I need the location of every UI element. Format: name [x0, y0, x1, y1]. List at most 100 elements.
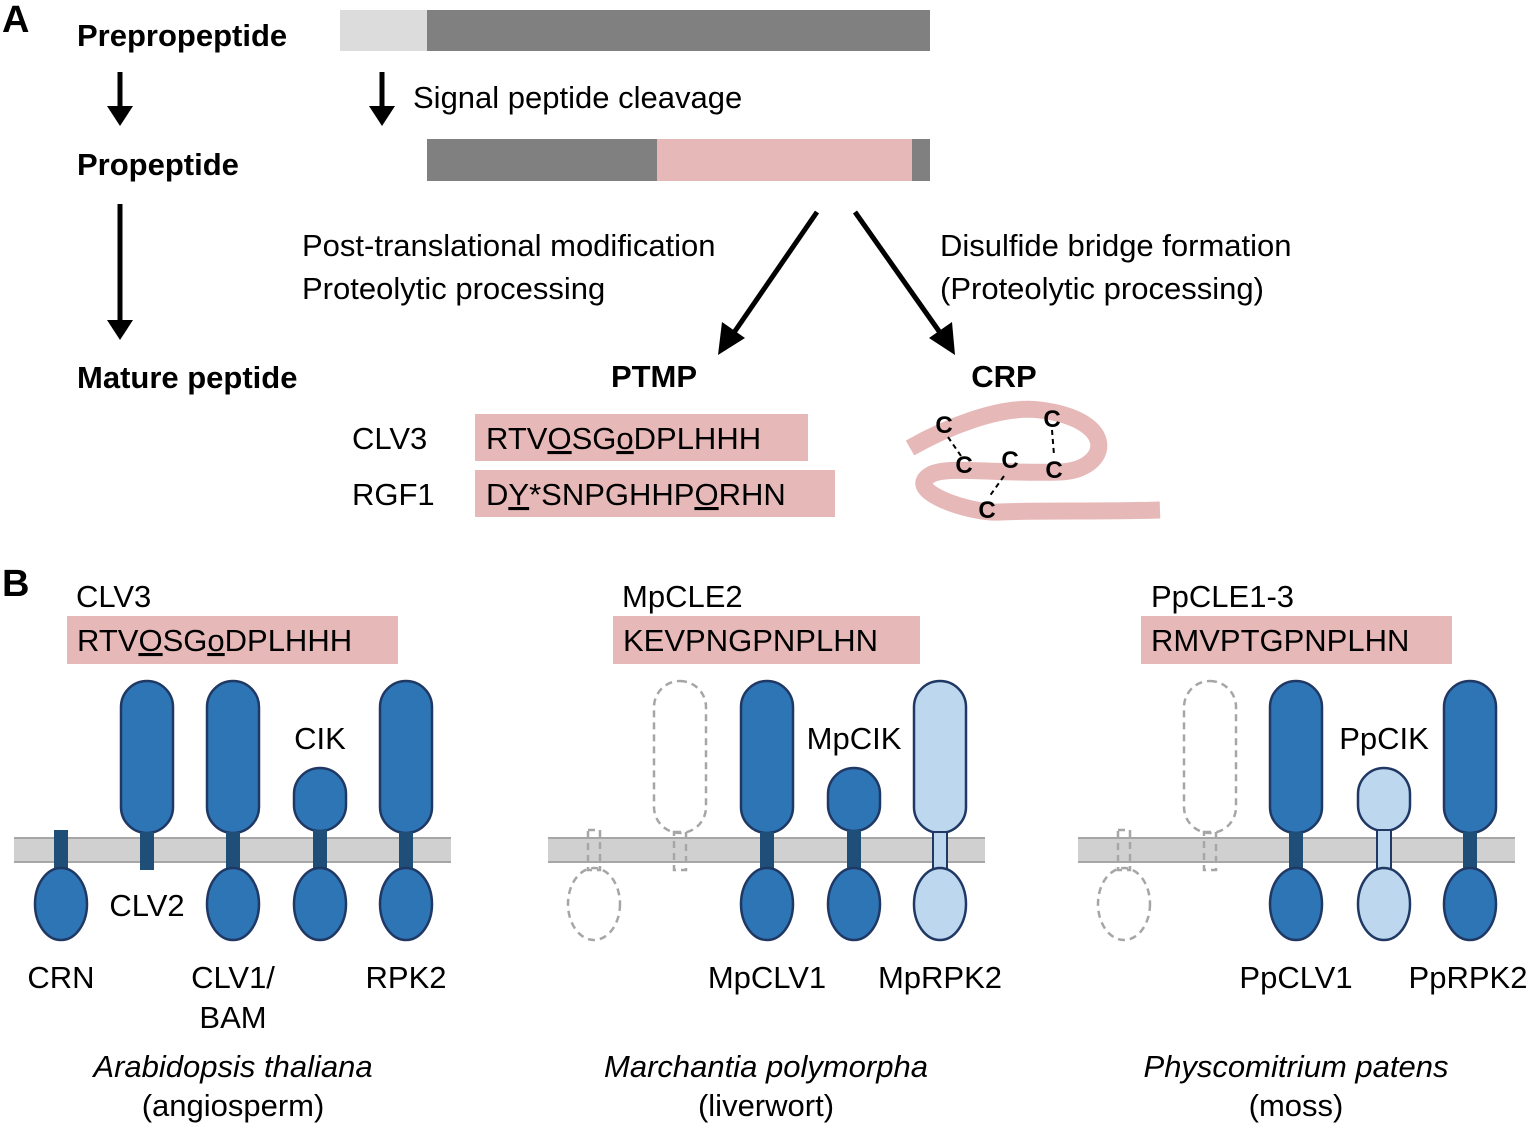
stage-prepropeptide: Prepropeptide [77, 18, 287, 53]
receptor-mpcik [826, 766, 882, 942]
receptor-ppcik [1356, 766, 1412, 942]
ptmp-peptide-name-rgf1: RGF1 [352, 477, 435, 512]
label-mpcik: MpCIK [807, 721, 902, 756]
modified-residue-underline [207, 653, 225, 656]
left-arrows [107, 72, 133, 340]
crp-title: CRP [971, 359, 1036, 394]
panel-a-label: A [2, 0, 29, 41]
mature-domain-segment [657, 139, 912, 181]
ptmp-peptide-name-clv3: CLV3 [352, 421, 427, 456]
species-group-arabidopsis: (angiosperm) [142, 1088, 325, 1123]
disulfide-bond-2 [1051, 429, 1055, 456]
crp-arrow [852, 210, 955, 355]
label-pprpk2: PpRPK2 [1409, 960, 1528, 995]
peptide-name-arabidopsis: CLV3 [76, 579, 151, 614]
label-crn: CRN [27, 960, 94, 995]
disulfide-label: Disulfide bridge formation [940, 228, 1292, 263]
receptor-ppclv1 [1268, 679, 1324, 942]
modified-residue: O [547, 421, 571, 456]
absent-crn-marchantia [566, 828, 622, 942]
cysteine-5: C [1045, 457, 1062, 484]
species-physcomitrium: PpCLE1-3 RMVPTGPNPLHN [1096, 579, 1528, 1123]
modified-residue: O [694, 477, 718, 512]
species-group-physcomitrium: (moss) [1249, 1088, 1344, 1123]
modified-residue-underline [138, 653, 163, 656]
peptide-sequence-physcomitrium: RMVPTGPNPLHN [1151, 623, 1409, 658]
label-ppclv1: PpCLV1 [1239, 960, 1352, 995]
prepropeptide-bar [340, 10, 930, 51]
sequence-segment: RTV [77, 623, 139, 658]
ptmp-sequence-rgf1: DY*SNPGHHPORHN [486, 477, 786, 512]
sequence-segment: SG [572, 421, 617, 456]
absent-clv2-marchantia [652, 679, 708, 872]
label-mpclv1: MpCLV1 [708, 960, 826, 995]
disulfide-bond-1 [947, 436, 962, 457]
disulfide-bond-3 [988, 475, 1005, 498]
label-cik: CIK [294, 721, 346, 756]
signal-cleavage-label: Signal peptide cleavage [413, 80, 742, 115]
label-clv1: CLV1/ [191, 960, 275, 995]
species-name-physcomitrium: Physcomitrium patens [1144, 1049, 1449, 1084]
c-terminal-segment [912, 139, 930, 181]
receptor-rpk2 [378, 679, 434, 942]
cysteine-3: C [955, 452, 972, 479]
receptor-clv2 [119, 679, 175, 870]
peptide-box-arabidopsis [67, 616, 398, 664]
sequence-segment: DPLHHH [634, 421, 761, 456]
cysteine-4: C [1001, 447, 1018, 474]
cysteine-1: C [935, 412, 952, 439]
panel-a: A Prepropeptide Propeptide Mature peptid… [2, 0, 1292, 524]
panel-b-label: B [2, 563, 29, 605]
panel-b: B CLV3 RTVOSGoDPLHHH [2, 563, 1527, 1123]
modified-residue-underline [547, 451, 572, 454]
sequence-segment: *SNPGHHP [529, 477, 694, 512]
ptmp-sequence-box-rgf1 [475, 470, 835, 517]
proteolytic-optional-label: (Proteolytic processing) [940, 271, 1264, 306]
species-name-arabidopsis: Arabidopsis thaliana [91, 1049, 372, 1084]
label-ppcik: PpCIK [1339, 721, 1429, 756]
signal-peptide-segment [340, 10, 428, 51]
ptmp-title: PTMP [611, 359, 697, 394]
modified-residue: O [138, 623, 162, 658]
sequence-segment: SG [163, 623, 208, 658]
prepropeptide-body-segment [427, 10, 930, 51]
peptide-sequence-marchantia: KEVPNGPNPLHN [623, 623, 878, 658]
label-rpk2: RPK2 [366, 960, 447, 995]
peptide-box-marchantia [613, 616, 920, 664]
crp-structure: C C C C C C [905, 400, 1161, 524]
ptmp-sequence-box-clv3 [475, 414, 808, 461]
sequence-segment: KEVPNGPNPLHN [623, 623, 878, 658]
species-arabidopsis: CLV3 RTVOSGoDPLHHH [27, 579, 446, 1123]
label-clv2: CLV2 [109, 888, 184, 923]
cysteine-2: C [1043, 406, 1060, 433]
ptmp-arrow [718, 210, 820, 355]
sequence-segment: RMVPTGPNPLHN [1151, 623, 1409, 658]
receptor-clv1-bam [205, 679, 261, 942]
stage-propeptide: Propeptide [77, 147, 239, 182]
cysteine-6: C [978, 497, 995, 524]
sequence-segment: D [486, 477, 508, 512]
sequence-segment: RTV [486, 421, 548, 456]
modified-residue-underline [508, 507, 530, 510]
peptide-name-marchantia: MpCLE2 [622, 579, 743, 614]
receptor-mpclv1 [739, 679, 795, 942]
absent-clv2-physcomitrium [1182, 679, 1238, 872]
stage-mature-peptide: Mature peptide [77, 360, 297, 395]
label-mprpk2: MpRPK2 [878, 960, 1002, 995]
crp-backbone [905, 400, 1161, 521]
modified-residue: o [207, 623, 224, 658]
ptmp-sequence-clv3: RTVOSGoDPLHHH [486, 421, 761, 456]
receptor-crn [33, 830, 89, 942]
signal-cleavage-arrow [369, 72, 395, 126]
sequence-segment: RHN [719, 477, 786, 512]
modified-residue: o [616, 421, 633, 456]
modified-residue: Y [508, 477, 529, 512]
modified-residue-underline [694, 507, 719, 510]
species-marchantia: MpCLE2 KEVPNGPNPLHN [566, 579, 1002, 1123]
species-name-marchantia: Marchantia polymorpha [604, 1049, 928, 1084]
receptor-pprpk2 [1442, 679, 1498, 942]
species-group-marchantia: (liverwort) [698, 1088, 834, 1123]
modified-residue-underline [616, 451, 634, 454]
label-bam: BAM [199, 1000, 266, 1035]
